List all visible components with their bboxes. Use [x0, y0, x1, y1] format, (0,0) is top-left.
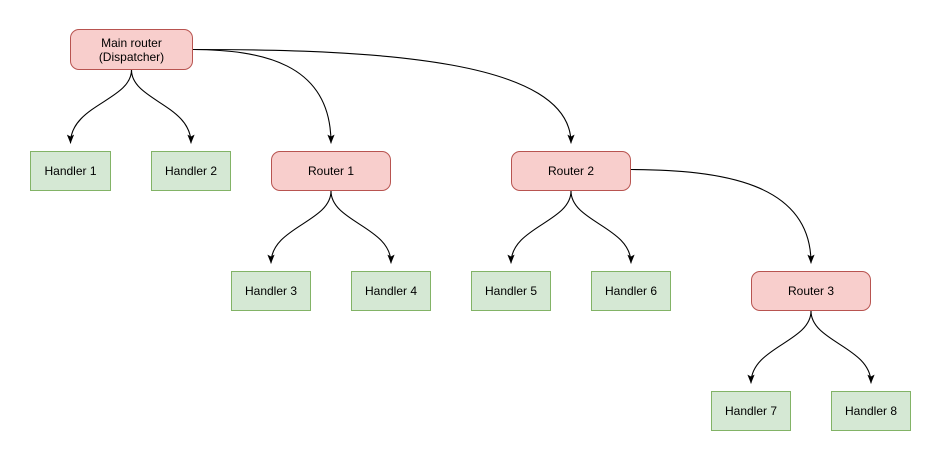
node-label: Handler 1 [44, 164, 97, 178]
edge-main-to-handler-2 [130, 69, 195, 144]
edge-main-to-router-2 [192, 48, 575, 144]
node-label: Handler 5 [484, 284, 538, 298]
node-label: Router 1 [307, 164, 355, 178]
node-label: Router 3 [787, 284, 835, 298]
node-handler-1[interactable]: Handler 1 [30, 151, 111, 191]
node-handler-2[interactable]: Handler 2 [151, 151, 231, 191]
node-label: Handler 4 [364, 284, 418, 298]
edge-router-3-to-handler-7 [747, 310, 812, 384]
node-label: Handler 8 [844, 404, 898, 418]
node-handler-6[interactable]: Handler 6 [591, 271, 671, 311]
node-handler-8[interactable]: Handler 8 [831, 391, 911, 431]
edge-router-2-to-handler-5 [507, 190, 572, 264]
edge-router-1-to-handler-4 [330, 190, 395, 264]
edge-main-to-handler-1 [66, 69, 133, 144]
node-handler-3[interactable]: Handler 3 [231, 271, 311, 311]
node-label: Handler 2 [164, 164, 218, 178]
edge-router-2-to-handler-6 [570, 190, 635, 264]
node-router-1[interactable]: Router 1 [271, 151, 391, 191]
edge-router-2-to-router-3 [630, 168, 815, 264]
node-handler-5[interactable]: Handler 5 [471, 271, 551, 311]
node-label: Handler 3 [244, 284, 298, 298]
node-handler-7[interactable]: Handler 7 [711, 391, 791, 431]
node-handler-4[interactable]: Handler 4 [351, 271, 431, 311]
node-label: Handler 6 [604, 284, 658, 298]
edge-router-1-to-handler-3 [267, 190, 332, 264]
node-router-2[interactable]: Router 2 [511, 151, 631, 191]
node-label: Handler 7 [724, 404, 778, 418]
node-main-router[interactable]: Main router (Dispatcher) [70, 29, 193, 70]
edge-router-3-to-handler-8 [810, 310, 875, 384]
node-label: Router 2 [547, 164, 595, 178]
node-label: Main router (Dispatcher) [98, 35, 165, 64]
node-router-3[interactable]: Router 3 [751, 271, 871, 311]
edge-main-to-router-1 [192, 48, 335, 144]
